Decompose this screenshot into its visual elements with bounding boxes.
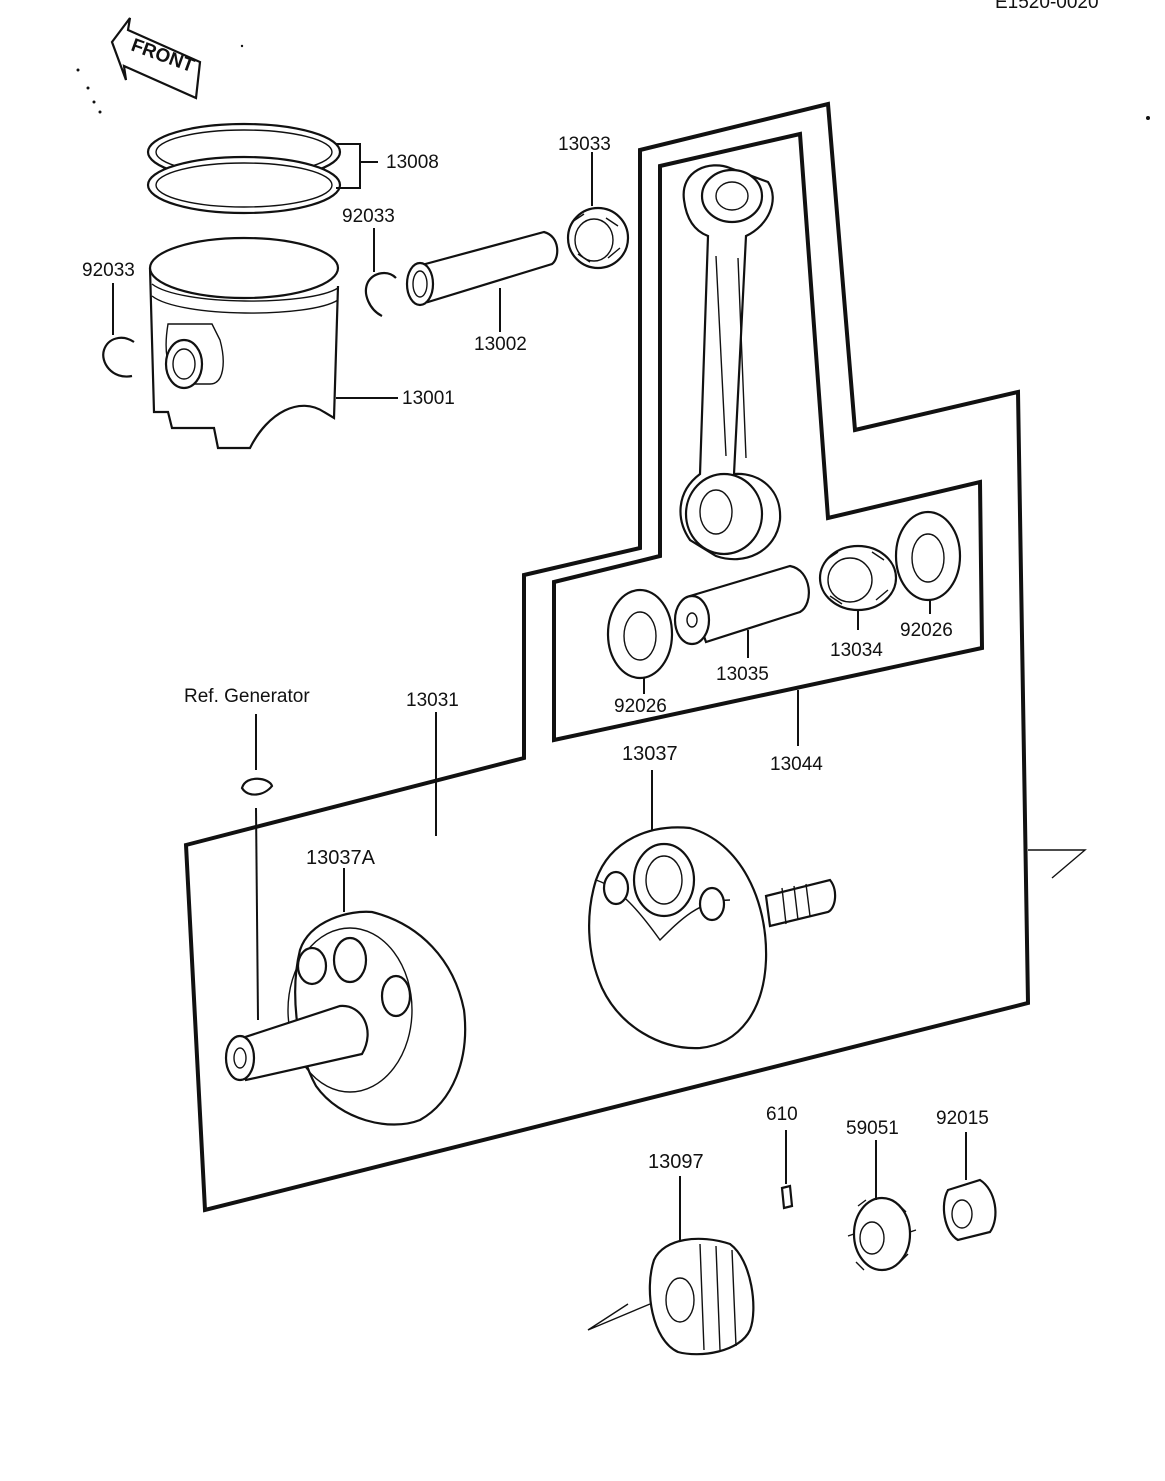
flywheel-right-icon bbox=[588, 826, 837, 1050]
crankpin-washer-left-icon bbox=[606, 588, 674, 680]
callout-610: 610 bbox=[766, 1104, 798, 1125]
callout-13037: 13037 bbox=[622, 743, 678, 765]
callout-13031: 13031 bbox=[406, 690, 459, 711]
callout-59051: 59051 bbox=[846, 1118, 899, 1139]
gear-pointer bbox=[587, 1303, 651, 1331]
crankshaft-assy-outline bbox=[183, 101, 1031, 1213]
callout-line-13008 bbox=[336, 143, 378, 189]
callout-13037A: 13037A bbox=[306, 847, 376, 869]
callout-92015: 92015 bbox=[936, 1108, 989, 1129]
connecting-rod-assy-outline bbox=[552, 131, 985, 743]
callout-13008: 13008 bbox=[386, 152, 439, 173]
front-arrow-icon: FRONT bbox=[110, 17, 202, 100]
piston-pin-clip-left-icon bbox=[102, 336, 135, 378]
flywheel-left-icon bbox=[224, 910, 467, 1126]
piston-pin-clip-right-icon bbox=[364, 272, 397, 317]
connecting-rod-icon bbox=[679, 164, 782, 561]
piston-rings-icon bbox=[146, 122, 342, 215]
callout-92033-left: 92033 bbox=[82, 260, 135, 281]
big-end-bearing-icon bbox=[818, 544, 898, 612]
callout-ref-generator: Ref. Generator bbox=[184, 686, 310, 707]
pin-icon bbox=[780, 1184, 794, 1210]
callout-92026-left: 92026 bbox=[614, 696, 667, 717]
crankpin-icon bbox=[673, 564, 810, 646]
piston-pin-icon bbox=[405, 230, 559, 307]
nut-icon bbox=[942, 1178, 997, 1242]
crankpin-washer-right-icon bbox=[894, 510, 962, 602]
woodruff-key-icon bbox=[240, 777, 274, 796]
callout-13002: 13002 bbox=[474, 334, 527, 355]
speck-marks bbox=[76, 44, 1150, 120]
callout-13044: 13044 bbox=[770, 754, 823, 775]
header-code: E1520-0020 bbox=[995, 0, 1099, 13]
callout-92033-right: 92033 bbox=[342, 206, 395, 227]
callout-13001: 13001 bbox=[402, 388, 455, 409]
outline-pointer bbox=[1028, 849, 1087, 879]
primary-gear-icon bbox=[648, 1237, 755, 1356]
small-gear-icon bbox=[847, 1196, 917, 1272]
callout-13034: 13034 bbox=[830, 640, 883, 661]
callout-line-key-to-shaft bbox=[255, 807, 259, 1021]
small-end-bearing-icon bbox=[566, 206, 630, 270]
callout-92026-right: 92026 bbox=[900, 620, 953, 641]
piston-icon bbox=[148, 236, 340, 450]
callout-13035: 13035 bbox=[716, 664, 769, 685]
callout-13033: 13033 bbox=[558, 134, 611, 155]
callout-13097: 13097 bbox=[648, 1151, 704, 1173]
